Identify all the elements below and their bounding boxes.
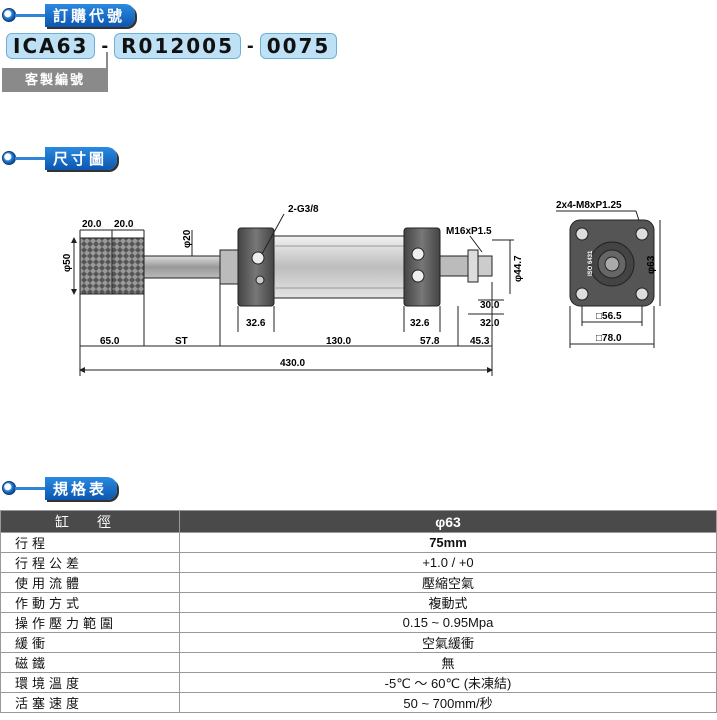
code-part-stroke: 0075: [259, 33, 338, 59]
end-sq-outer: □78.0: [596, 333, 622, 344]
dim-32-6-front: 32.6: [246, 318, 266, 329]
dim-57-8: 57.8: [420, 336, 440, 347]
dim-dia-20: φ20: [182, 229, 193, 248]
row-label: 磁鐵: [0, 652, 180, 673]
header-value: φ63: [179, 510, 717, 533]
dim-45-3: 45.3: [470, 336, 490, 347]
table-row: 行程公差+1.0 / +0: [0, 552, 717, 573]
order-code: ICA63 - R012005 - 0075: [6, 33, 338, 59]
custom-number-label: 客製編號: [2, 68, 108, 92]
end-dia-63: φ63: [646, 255, 657, 274]
cylinder-tube: [273, 235, 405, 299]
end-bolt-label: 2x4-M8xP1.25: [556, 200, 622, 211]
bullet-line: [15, 486, 45, 490]
dim-30: 30.0: [480, 300, 500, 311]
section-spec: 規格表: [2, 476, 118, 500]
dim-20-a: 20.0: [82, 219, 102, 230]
row-value: 75mm: [179, 532, 717, 553]
header-label: 缸徑: [0, 510, 180, 533]
dimension-drawing: 20.0 20.0 φ50 φ20 2-G3/8 M16xP1.5 φ44.7 …: [62, 200, 661, 376]
dim-65: 65.0: [100, 336, 120, 347]
code-connector: [106, 52, 108, 68]
table-row: 緩衝空氣緩衝: [0, 632, 717, 653]
section-order-code: 訂購代號: [2, 3, 136, 27]
end-sq-inner: □56.5: [596, 311, 622, 322]
row-value: 複動式: [179, 592, 717, 613]
port-label: 2-G3/8: [288, 204, 319, 215]
row-label: 行程: [0, 532, 180, 553]
code-part-model: ICA63: [6, 33, 96, 59]
row-label: 行程公差: [0, 552, 180, 573]
row-label: 使用流體: [0, 572, 180, 593]
table-row: 使用流體壓縮空氣: [0, 572, 717, 593]
row-label: 作動方式: [0, 592, 180, 613]
code-part-custom: R012005: [114, 33, 242, 59]
table-row: 作動方式複動式: [0, 592, 717, 613]
dim-dia-50: φ50: [62, 253, 73, 272]
bullet-icon: [2, 481, 16, 495]
bullet-icon: [2, 8, 16, 22]
row-value: -5℃ ～ 60℃ (未凍結): [179, 672, 717, 693]
rear-nut: [467, 249, 479, 283]
row-value: +1.0 / +0: [179, 552, 717, 573]
iso-mark: ISO 6431: [588, 250, 594, 276]
row-value: 無: [179, 652, 717, 673]
section-title-dimensions: 尺寸圖: [45, 146, 118, 170]
row-label: 環境溫度: [0, 672, 180, 693]
section-title-order: 訂購代號: [45, 3, 136, 27]
table-header: 缸徑 φ63: [0, 510, 717, 533]
row-label: 緩衝: [0, 632, 180, 653]
dim-st: ST: [175, 336, 188, 347]
row-value: 壓縮空氣: [179, 572, 717, 593]
front-cover: [237, 227, 275, 307]
table-row: 磁鐵無: [0, 652, 717, 673]
bullet-icon: [2, 151, 16, 165]
row-value: 0.15 ~ 0.95Mpa: [179, 612, 717, 633]
dim-32: 32.0: [480, 318, 500, 329]
section-title-spec: 規格表: [45, 476, 118, 500]
dim-dia-44-7: φ44.7: [513, 255, 524, 282]
rear-cover: [403, 227, 441, 307]
port-icon: [411, 247, 425, 261]
section-dimensions: 尺寸圖: [2, 146, 118, 170]
dim-130: 130.0: [326, 336, 351, 347]
port-icon: [251, 251, 265, 265]
bullet-line: [15, 13, 45, 17]
table-row: 環境溫度-5℃ ～ 60℃ (未凍結): [0, 672, 717, 693]
dim-total: 430.0: [280, 358, 305, 369]
bullet-line: [15, 156, 45, 160]
piston-rod: [143, 255, 221, 279]
row-label: 活塞速度: [0, 692, 180, 713]
dim-32-6-rear: 32.6: [410, 318, 430, 329]
row-value: 空氣緩衝: [179, 632, 717, 653]
dim-20-b: 20.0: [114, 219, 134, 230]
thread-label: M16xP1.5: [446, 226, 492, 237]
row-value: 50 ~ 700mm/秒: [179, 692, 717, 713]
code-separator: -: [101, 34, 109, 57]
code-separator: -: [247, 34, 254, 57]
row-label: 操作壓力範圍: [0, 612, 180, 633]
